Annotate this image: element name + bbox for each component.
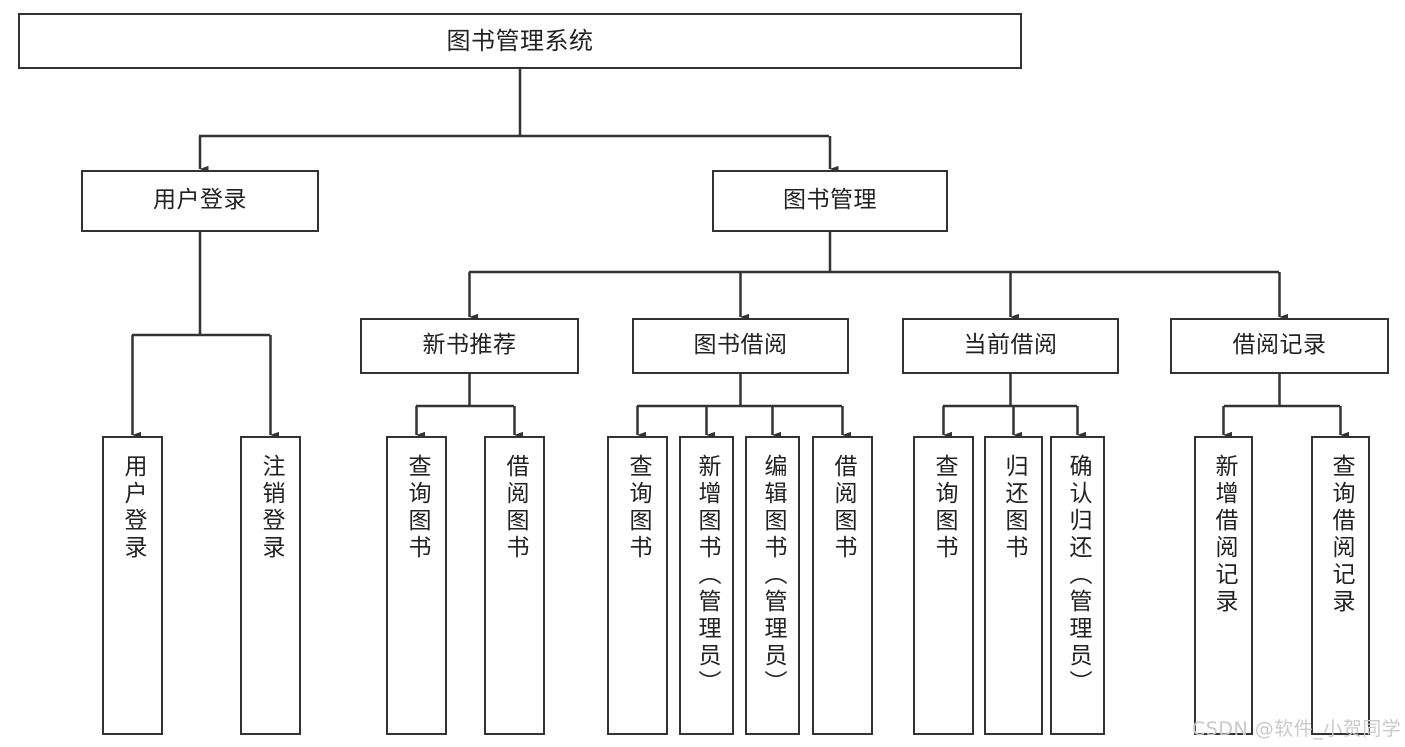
- node-label-root: 图书管理系统: [446, 26, 594, 55]
- node-label-current-borrow: 当前借阅: [963, 332, 1058, 359]
- node-leaf-return-book[interactable]: 归还图书: [984, 436, 1043, 735]
- node-label-book-manage: 图书管理: [783, 187, 877, 214]
- node-leaf-add-book[interactable]: 新增图书（管理员）: [679, 436, 734, 735]
- node-leaf-borrow-book-1[interactable]: 借阅图书: [484, 436, 545, 735]
- node-new-book-rec[interactable]: 新书推荐: [360, 318, 579, 374]
- node-label-new-book-rec: 新书推荐: [422, 332, 517, 359]
- node-leaf-query-book-1[interactable]: 查询图书: [386, 436, 447, 735]
- node-leaf-borrow-book-2[interactable]: 借阅图书: [812, 436, 873, 735]
- node-label-leaf-add-record: 新增借阅记录: [1211, 454, 1237, 616]
- node-label-leaf-confirm-return: 确认归还（管理员）: [1065, 454, 1091, 697]
- node-book-manage[interactable]: 图书管理: [712, 170, 948, 232]
- node-label-leaf-borrow-book-2: 借阅图书: [830, 454, 856, 562]
- node-label-leaf-logout: 注销登录: [258, 454, 284, 562]
- node-label-leaf-return-book: 归还图书: [1001, 454, 1027, 562]
- node-leaf-query-record[interactable]: 查询借阅记录: [1311, 436, 1370, 735]
- node-root[interactable]: 图书管理系统: [18, 13, 1022, 69]
- node-leaf-user-login[interactable]: 用户登录: [102, 436, 163, 735]
- node-label-leaf-query-book-3: 查询图书: [931, 454, 957, 562]
- node-label-leaf-query-book-1: 查询图书: [404, 454, 430, 562]
- node-label-leaf-query-record: 查询借阅记录: [1328, 454, 1354, 616]
- csdn-watermark: CSDN @软件_小贺同学: [1192, 718, 1402, 740]
- node-leaf-add-record[interactable]: 新增借阅记录: [1194, 436, 1253, 735]
- node-label-leaf-user-login: 用户登录: [120, 454, 146, 562]
- edge-lines: [131, 69, 1350, 439]
- node-leaf-confirm-return[interactable]: 确认归还（管理员）: [1050, 436, 1105, 735]
- node-borrow-record[interactable]: 借阅记录: [1170, 318, 1389, 374]
- node-label-leaf-borrow-book-1: 借阅图书: [502, 454, 528, 562]
- node-user-login[interactable]: 用户登录: [81, 170, 319, 232]
- node-label-leaf-edit-book: 编辑图书（管理员）: [760, 454, 786, 697]
- node-leaf-query-book-3[interactable]: 查询图书: [913, 436, 974, 735]
- node-leaf-logout[interactable]: 注销登录: [240, 436, 301, 735]
- node-leaf-query-book-2[interactable]: 查询图书: [607, 436, 668, 735]
- node-label-user-login: 用户登录: [153, 187, 247, 214]
- node-book-borrow[interactable]: 图书借阅: [632, 318, 849, 374]
- node-label-leaf-query-book-2: 查询图书: [625, 454, 651, 562]
- node-label-leaf-add-book: 新增图书（管理员）: [694, 454, 720, 697]
- node-label-book-borrow: 图书借阅: [693, 332, 788, 359]
- node-leaf-edit-book[interactable]: 编辑图书（管理员）: [745, 436, 800, 735]
- node-label-borrow-record: 借阅记录: [1232, 332, 1327, 359]
- node-current-borrow[interactable]: 当前借阅: [902, 318, 1119, 374]
